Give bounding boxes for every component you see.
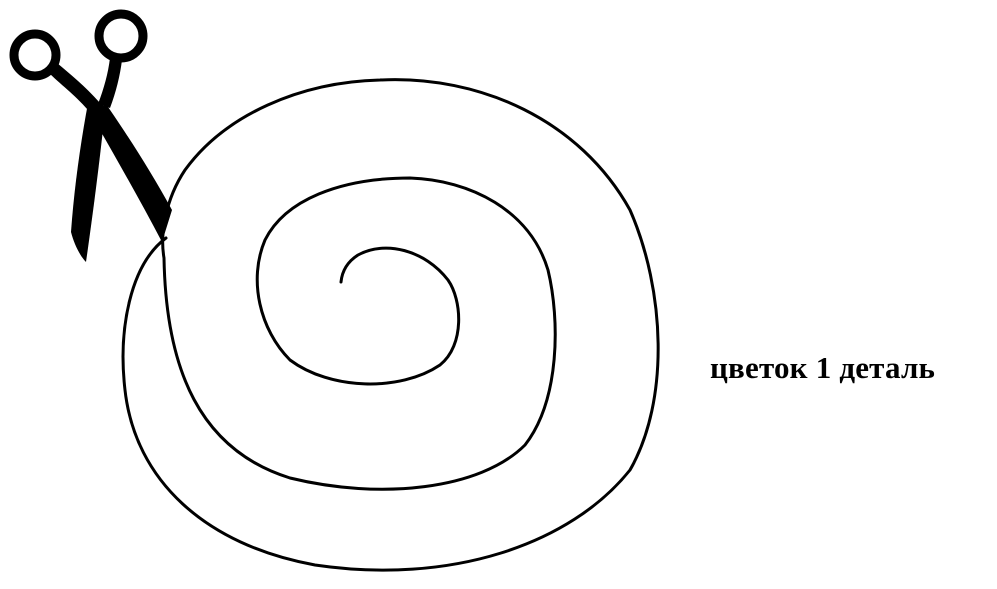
detail-caption: цветок 1 деталь <box>710 350 935 386</box>
scissors-blade-right <box>92 104 172 242</box>
scissors-pivot <box>92 102 104 114</box>
scissors-handle-right <box>98 58 122 108</box>
scissors-icon <box>14 14 172 262</box>
scissors-ring-right <box>99 14 143 58</box>
spiral-cut-line <box>123 80 658 570</box>
scissors-ring-left <box>14 34 56 76</box>
scissors-handle-left <box>48 63 100 110</box>
